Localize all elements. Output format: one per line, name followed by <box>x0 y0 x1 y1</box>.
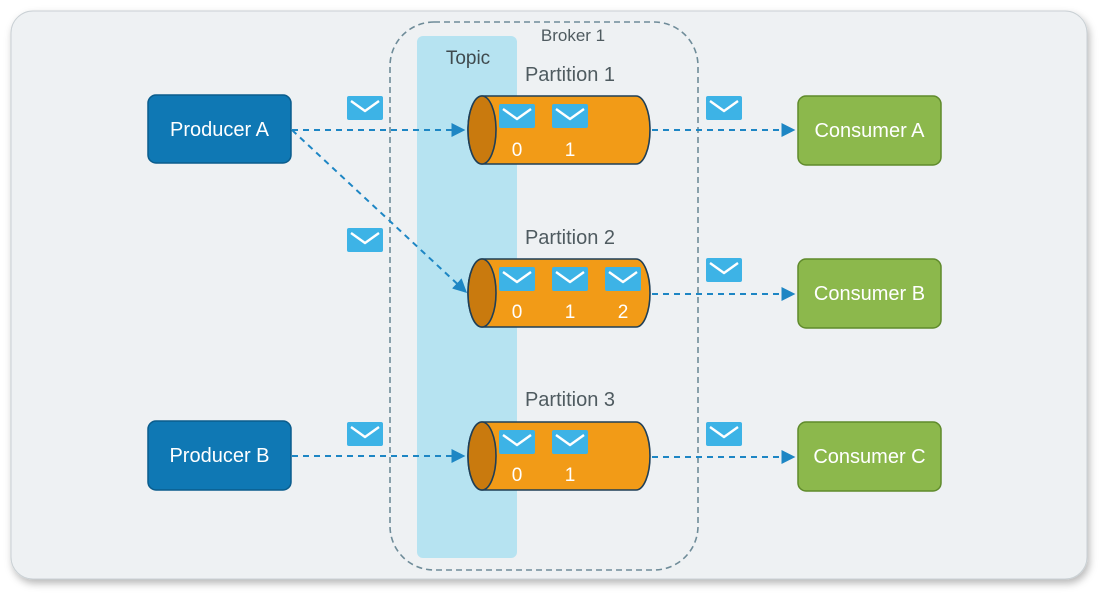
envelope-icon <box>345 226 385 254</box>
partition-3-offset-1: 1 <box>565 465 576 486</box>
arrow-producer-a-to-partition-2 <box>291 129 468 293</box>
broker-label: Broker 1 <box>541 26 605 45</box>
partition-1-offset-0: 0 <box>512 140 523 161</box>
partition-2-offset-0: 0 <box>512 302 523 323</box>
producer-b: Producer B <box>147 420 292 491</box>
envelope-icon <box>497 428 537 456</box>
consumer-a-label: Consumer A <box>814 120 925 142</box>
broker-boundary <box>389 21 699 571</box>
partition-2-offset-2: 2 <box>618 302 629 323</box>
envelope-icon <box>345 420 385 448</box>
partition-3-label: Partition 3 <box>525 389 615 411</box>
consumer-c: Consumer C <box>797 421 942 492</box>
partition-3-offset-0: 0 <box>512 465 523 486</box>
consumer-b: Consumer B <box>797 258 942 329</box>
consumer-c-label: Consumer C <box>813 446 925 468</box>
consumer-b-label: Consumer B <box>814 283 925 305</box>
envelope-icon <box>550 102 590 130</box>
partition-1-label: Partition 1 <box>525 64 615 86</box>
partition-2-label: Partition 2 <box>525 227 615 249</box>
producer-a-label: Producer A <box>170 119 270 141</box>
flow-arrows <box>291 123 796 464</box>
partition-2: Partition 2 0 1 2 <box>467 227 651 328</box>
envelope-icon <box>345 94 385 122</box>
envelope-icon <box>497 102 537 130</box>
consumer-a: Consumer A <box>797 95 942 166</box>
envelope-icon <box>603 265 643 293</box>
envelope-icon <box>497 265 537 293</box>
producer-a: Producer A <box>147 94 292 164</box>
partition-1: Partition 1 0 1 <box>467 64 651 165</box>
envelope-icon <box>550 265 590 293</box>
partition-1-offset-1: 1 <box>565 140 576 161</box>
topic-label: Topic <box>446 48 490 69</box>
envelope-icon <box>704 94 744 122</box>
partition-3: Partition 3 0 1 <box>467 389 651 491</box>
envelope-icon <box>704 256 744 284</box>
envelope-icon <box>550 428 590 456</box>
partition-2-offset-1: 1 <box>565 302 576 323</box>
envelope-icon <box>704 420 744 448</box>
producer-b-label: Producer B <box>169 445 269 467</box>
